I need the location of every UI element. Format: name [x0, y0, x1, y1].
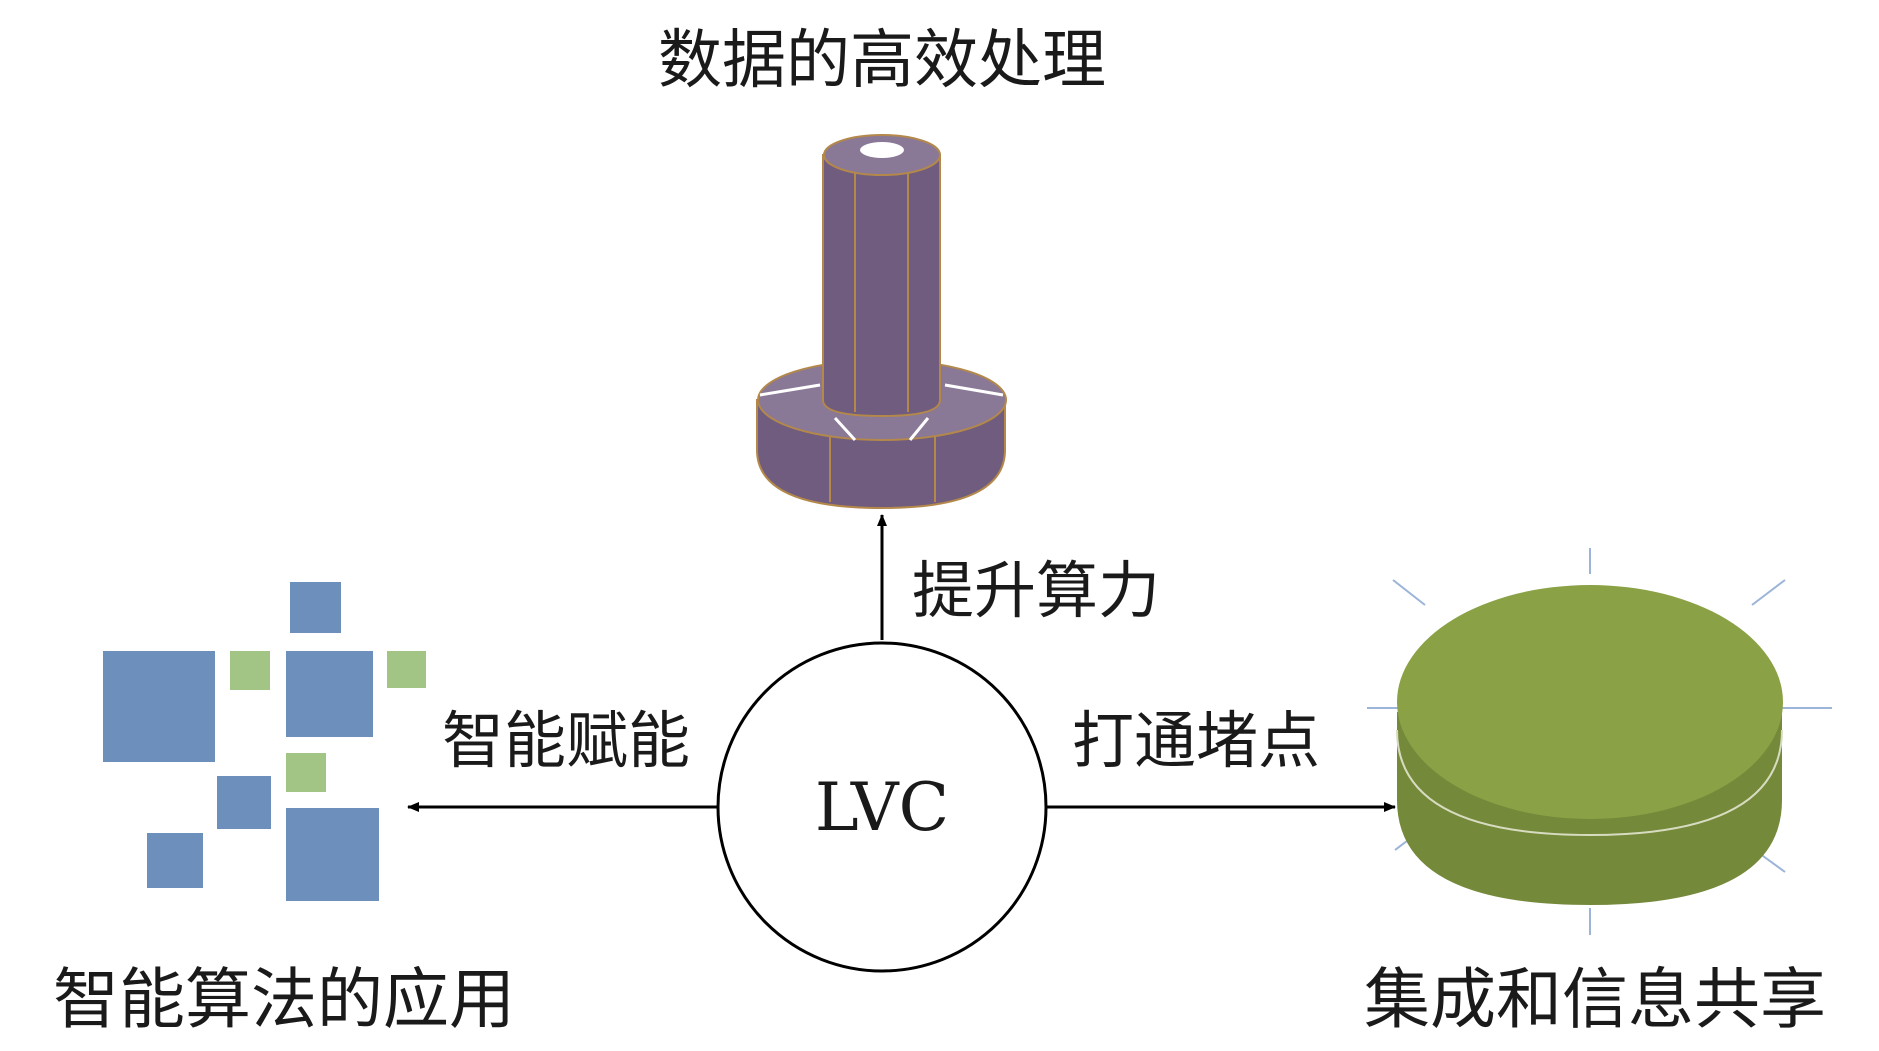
square-grid-icon	[103, 582, 426, 901]
left-title: 智能算法的应用	[53, 961, 515, 1038]
center-label: LVC	[815, 769, 949, 846]
right-title: 集成和信息共享	[1364, 961, 1826, 1038]
right-arrow-label: 打通堵点	[1072, 704, 1320, 777]
center-circle	[716, 641, 1048, 973]
disc-database-icon	[1367, 548, 1832, 935]
top-arrow-label: 提升算力	[912, 554, 1160, 627]
top-title: 数据的高效处理	[658, 24, 1106, 98]
server-tower-icon	[756, 134, 1007, 510]
left-arrow-label: 智能赋能	[442, 704, 690, 777]
